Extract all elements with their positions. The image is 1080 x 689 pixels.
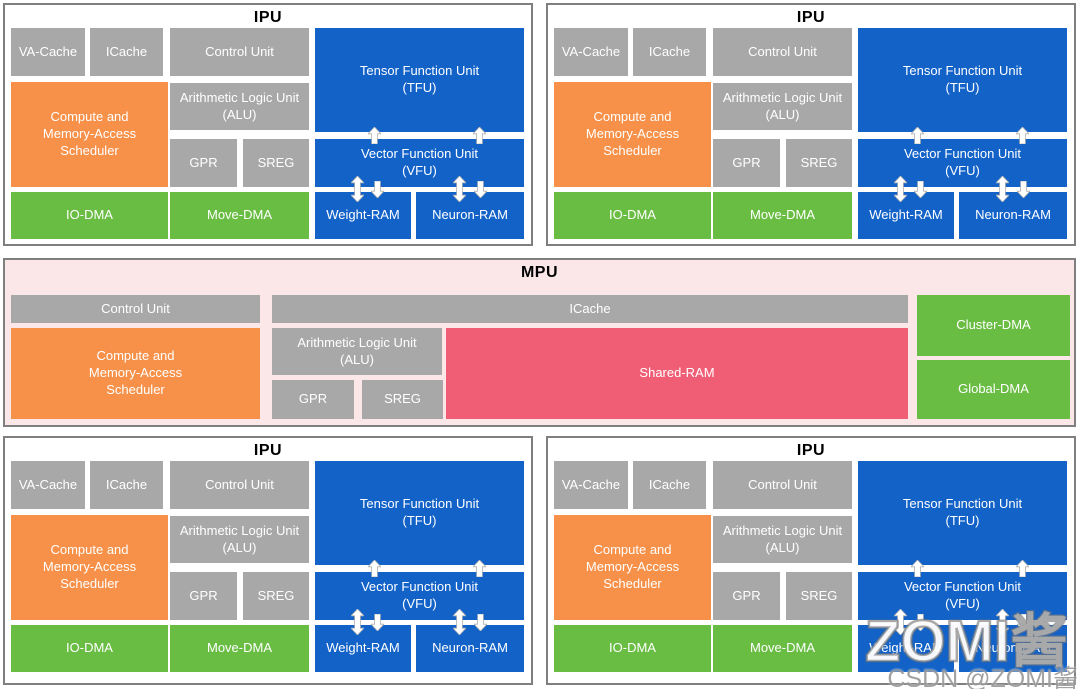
cell-gpr: GPR: [713, 139, 780, 187]
ipu-block-top-left: IPU VA-Cache ICache Control Unit Tensor …: [3, 3, 533, 246]
cell-neuron-ram: Neuron-RAM: [959, 625, 1067, 672]
up-arrow-icon: [473, 127, 486, 144]
cell-weight-ram: Weight-RAM: [315, 192, 411, 239]
up-arrow-icon: [1016, 560, 1029, 577]
cell-gpr: GPR: [713, 572, 780, 620]
cell-tensor-function-unit: Tensor Function Unit (TFU): [315, 461, 524, 565]
double-arrow-icon: [351, 176, 364, 202]
cell-alu: Arithmetic Logic Unit (ALU): [713, 83, 852, 130]
cell-sreg: SREG: [243, 572, 309, 620]
cell-move-dma: Move-DMA: [713, 192, 852, 239]
cell-io-dma: IO-DMA: [11, 625, 168, 672]
cell-weight-ram: Weight-RAM: [315, 625, 411, 672]
cell-va-cache: VA-Cache: [554, 461, 628, 509]
cell-control-unit: Control Unit: [170, 461, 309, 509]
cell-move-dma: Move-DMA: [170, 192, 309, 239]
cell-mpu-gpr: GPR: [272, 380, 354, 419]
cell-mpu-compute-memory-scheduler: Compute and Memory-Access Scheduler: [11, 328, 260, 419]
cell-gpr: GPR: [170, 572, 237, 620]
cell-weight-ram: Weight-RAM: [858, 625, 954, 672]
up-arrow-icon: [368, 560, 381, 577]
double-arrow-icon: [996, 609, 1009, 635]
cell-tensor-function-unit: Tensor Function Unit (TFU): [858, 28, 1067, 132]
cell-mpu-alu: Arithmetic Logic Unit (ALU): [272, 328, 442, 375]
cell-sreg: SREG: [786, 572, 852, 620]
up-arrow-icon: [911, 127, 924, 144]
up-arrow-icon: [368, 127, 381, 144]
cell-alu: Arithmetic Logic Unit (ALU): [713, 516, 852, 563]
cell-neuron-ram: Neuron-RAM: [416, 625, 524, 672]
down-arrow-icon: [371, 614, 384, 631]
cell-va-cache: VA-Cache: [11, 461, 85, 509]
cell-io-dma: IO-DMA: [11, 192, 168, 239]
cell-icache: ICache: [90, 28, 163, 76]
cell-compute-memory-scheduler: Compute and Memory-Access Scheduler: [11, 82, 168, 187]
cell-icache: ICache: [633, 28, 706, 76]
cell-mpu-sreg: SREG: [362, 380, 443, 419]
up-arrow-icon: [1016, 127, 1029, 144]
cell-vector-function-unit: Vector Function Unit (VFU): [858, 139, 1067, 187]
cell-va-cache: VA-Cache: [554, 28, 628, 76]
cell-move-dma: Move-DMA: [170, 625, 309, 672]
ipu-title: IPU: [796, 442, 826, 459]
cell-mpu-icache: ICache: [272, 295, 908, 323]
cell-neuron-ram: Neuron-RAM: [959, 192, 1067, 239]
cell-sreg: SREG: [243, 139, 309, 187]
cell-icache: ICache: [90, 461, 163, 509]
down-arrow-icon: [1017, 614, 1030, 631]
cell-alu: Arithmetic Logic Unit (ALU): [170, 516, 309, 563]
cell-control-unit: Control Unit: [170, 28, 309, 76]
ipu-title: IPU: [253, 442, 283, 459]
cell-vector-function-unit: Vector Function Unit (VFU): [315, 139, 524, 187]
cell-weight-ram: Weight-RAM: [858, 192, 954, 239]
down-arrow-icon: [371, 181, 384, 198]
mpu-block: MPU Control Unit ICache Cluster-DMA Comp…: [3, 258, 1076, 427]
cell-va-cache: VA-Cache: [11, 28, 85, 76]
up-arrow-icon: [911, 560, 924, 577]
double-arrow-icon: [453, 609, 466, 635]
cell-mpu-control-unit: Control Unit: [11, 295, 260, 323]
cell-sreg: SREG: [786, 139, 852, 187]
cell-neuron-ram: Neuron-RAM: [416, 192, 524, 239]
cell-cluster-dma: Cluster-DMA: [917, 295, 1070, 356]
cell-compute-memory-scheduler: Compute and Memory-Access Scheduler: [554, 82, 711, 187]
ipu-block-top-right: IPU VA-Cache ICache Control Unit Tensor …: [546, 3, 1076, 246]
cell-alu: Arithmetic Logic Unit (ALU): [170, 83, 309, 130]
down-arrow-icon: [1017, 181, 1030, 198]
ipu-title: IPU: [796, 9, 826, 26]
cell-control-unit: Control Unit: [713, 28, 852, 76]
ipu-block-bottom-left: IPU VA-Cache ICache Control Unit Tensor …: [3, 436, 533, 685]
down-arrow-icon: [914, 181, 927, 198]
down-arrow-icon: [474, 181, 487, 198]
ipu-title: IPU: [253, 9, 283, 26]
cell-tensor-function-unit: Tensor Function Unit (TFU): [315, 28, 524, 132]
double-arrow-icon: [453, 176, 466, 202]
cell-io-dma: IO-DMA: [554, 625, 711, 672]
cell-tensor-function-unit: Tensor Function Unit (TFU): [858, 461, 1067, 565]
down-arrow-icon: [474, 614, 487, 631]
cell-vector-function-unit: Vector Function Unit (VFU): [858, 572, 1067, 620]
cell-io-dma: IO-DMA: [554, 192, 711, 239]
ipu-block-bottom-right: IPU VA-Cache ICache Control Unit Tensor …: [546, 436, 1076, 685]
double-arrow-icon: [894, 176, 907, 202]
cell-gpr: GPR: [170, 139, 237, 187]
cell-vector-function-unit: Vector Function Unit (VFU): [315, 572, 524, 620]
double-arrow-icon: [996, 176, 1009, 202]
double-arrow-icon: [894, 609, 907, 635]
mpu-title: MPU: [520, 264, 559, 281]
cell-global-dma: Global-DMA: [917, 360, 1070, 419]
cell-move-dma: Move-DMA: [713, 625, 852, 672]
cell-icache: ICache: [633, 461, 706, 509]
down-arrow-icon: [914, 614, 927, 631]
cell-shared-ram: Shared-RAM: [446, 328, 908, 419]
double-arrow-icon: [351, 609, 364, 635]
cell-compute-memory-scheduler: Compute and Memory-Access Scheduler: [11, 515, 168, 620]
cell-control-unit: Control Unit: [713, 461, 852, 509]
up-arrow-icon: [473, 560, 486, 577]
cell-compute-memory-scheduler: Compute and Memory-Access Scheduler: [554, 515, 711, 620]
